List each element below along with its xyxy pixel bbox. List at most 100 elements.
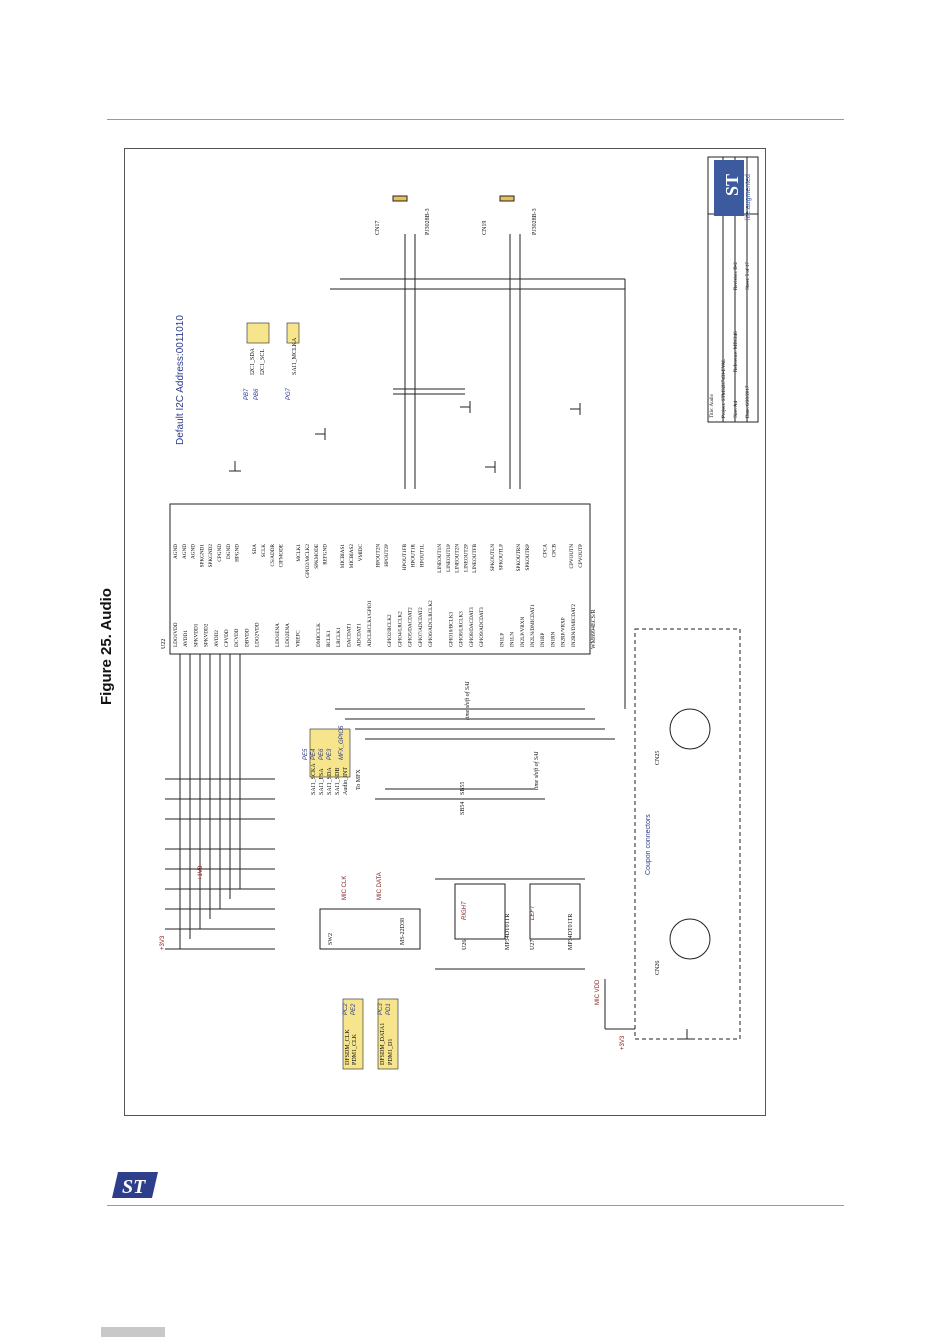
ic-right-pin: LINEOUT1N xyxy=(437,544,443,573)
ic-right-pin: CS/ADDR xyxy=(270,543,276,566)
ic-left-pin: BCLK1 xyxy=(326,630,332,647)
time-shift-note-2: time shift of SAI xyxy=(534,751,540,791)
net-mic-vdd: MIC VDD xyxy=(595,979,601,1005)
ic-left-pin: IN1RP xyxy=(540,632,546,647)
ic-right-pin: CPVOUTP xyxy=(578,544,584,568)
port-pb7: PB7 xyxy=(244,388,250,400)
title-block-size: Size: A4 xyxy=(734,400,739,418)
u27-ref: U27 xyxy=(530,939,536,950)
net-mic-clk: MIC CLK xyxy=(342,875,348,900)
ic-right-pin: GPIO2/MCLK2 xyxy=(305,544,311,578)
to-mfx-note: To MFX xyxy=(356,769,362,790)
u26-part: MP34DT01TR xyxy=(505,913,511,950)
ic-left-pin: ADCDAT1 xyxy=(357,623,363,647)
ic-right-pin: SPKOUTRP xyxy=(525,544,531,571)
cn17-ref: CN17 xyxy=(375,220,381,235)
sw2-ref: SW2 xyxy=(328,933,334,945)
power-1v8: +1V8 xyxy=(198,865,204,880)
codec-ic-body xyxy=(169,503,591,655)
net-pdm1-clk: PDM1_CLK xyxy=(352,1033,358,1065)
port-pc2: PC2 xyxy=(343,1003,349,1015)
ic-right-pin: VMIDC xyxy=(358,543,364,561)
ic-right-pin: SDA xyxy=(252,544,258,555)
ic-left-pin: GPIO6/ADCLRCLK2 xyxy=(428,600,434,647)
ic-right-pin: SCLK xyxy=(261,544,267,558)
ic-left-pin: DMICCLK xyxy=(316,623,322,647)
ic-right-pin: LINEOUTFB xyxy=(472,543,478,572)
ic-left-pin: SPKVDD2 xyxy=(204,623,210,647)
title-block-sheet: Sheet: 5 of 17 xyxy=(746,262,751,290)
i2c-address-note: Default I2C Address:0011010 xyxy=(175,315,186,445)
cn25-ref: CN25 xyxy=(655,750,661,765)
ic-left-pin: AVDD1 xyxy=(183,630,189,647)
net-i2c-sda: I2C1_SDA xyxy=(250,347,256,375)
port-mfx-gpio5: MFX_GPIO5 xyxy=(339,725,345,760)
title-block-revision: Revision: B-2 xyxy=(734,262,739,290)
ic-right-pin: AGND xyxy=(182,544,188,559)
net-audio-int: Audio_INT xyxy=(343,767,349,795)
cn17-part: PJ3028B-3 xyxy=(425,208,431,235)
ic-right-pin: MICBIAS2 xyxy=(349,544,355,569)
ic-right-pin: CIFMODE xyxy=(279,544,285,567)
ic-left-pin: IN1RN xyxy=(550,631,556,647)
footer-rule xyxy=(107,1205,844,1206)
ic-right-pin: REFGND xyxy=(323,544,329,565)
net-sai-sck: SAI1_SCKA xyxy=(311,763,317,795)
ic-left-pin: GPIO10/BCLK3 xyxy=(448,611,454,647)
ic-right-pin: CPGND xyxy=(217,544,223,562)
net-sai-fs: SAI1_FSA xyxy=(319,768,325,795)
ic-right-pin: SPKGND1 xyxy=(199,544,205,568)
ic-right-pin: SPKOUTLP xyxy=(499,544,505,570)
title-block-tagline: life.augmented xyxy=(745,174,752,220)
ic-left-pin: VREFC xyxy=(295,630,301,647)
port-pe3: PE3 xyxy=(327,748,333,760)
title-block-date: Date: 6/20/2017 xyxy=(746,385,751,418)
ic-right-pin: SPKGND2 xyxy=(208,544,214,568)
ic-right-pin: HPOUT1R xyxy=(411,543,417,567)
mems-u26 xyxy=(454,883,506,940)
ic-left-pin: GPIO8/DACDAT3 xyxy=(469,607,475,647)
ic-right-pin: LINEOUT2N xyxy=(455,544,461,573)
ic-right-pin: DGND xyxy=(226,544,232,559)
ic-left-pin: CPVDD xyxy=(224,629,230,647)
ic-left-pin: LDO1VDD xyxy=(173,622,179,647)
ic-right-pin: MICBIAS1 xyxy=(340,544,346,569)
net-sai-sdb: SAI1_SDB xyxy=(335,767,341,795)
title-block-reference: Reference: MB1246 xyxy=(734,331,739,372)
title-block-project: Project: STM32H743I-EVAL xyxy=(722,358,727,418)
coupon-title: Coupon connectors xyxy=(645,814,652,875)
sb54-ref: SB54 xyxy=(460,801,466,815)
net-sai-sda: SAI1_SDA xyxy=(327,767,333,795)
ic-part: WM8994ECS/R xyxy=(591,609,597,649)
ic-right-pin: HPOUT1FB xyxy=(402,543,408,570)
port-pe6: PE6 xyxy=(319,748,325,760)
net-sai-mclka: SAI1_MCLKA xyxy=(292,337,298,375)
net-mic-data: MIC DATA xyxy=(377,872,383,900)
ic-left-pin: IN2RN/DMICDAT2 xyxy=(571,604,577,647)
ic-left-pin: GPIO5/DACDAT2 xyxy=(408,607,414,647)
ic-right-pin: HPOUT2N xyxy=(375,544,381,568)
u27-left: LEFT xyxy=(530,905,536,920)
ic-left-pin: LDO2VDD xyxy=(255,622,261,647)
ic-right-pin: CPVOUTN xyxy=(569,544,575,569)
ic-right-pin: CPCA xyxy=(543,544,549,558)
ic-left-pin: LRCLK1 xyxy=(336,627,342,647)
st-logo-icon: ST xyxy=(112,1172,158,1198)
title-block-title: Title: Audio xyxy=(710,393,715,418)
ic-left-pin: LDO2ENA xyxy=(285,623,291,647)
st-logo-titleblock-icon: ST xyxy=(714,160,744,216)
power-3v3: +3V3 xyxy=(160,935,166,950)
ic-left-pin: IN1LP xyxy=(499,633,505,647)
ic-left-pin: GPIO2/BCLK2 xyxy=(387,614,393,647)
cn19-part: PJ3028B-3 xyxy=(532,208,538,235)
ic-right-pin: AGND xyxy=(173,544,179,559)
header-rule xyxy=(107,119,844,120)
ic-left-pin: DACDAT1 xyxy=(346,623,352,647)
sw2-part: MS-22D38 xyxy=(400,917,406,945)
figure-caption: Figure 25. Audio xyxy=(98,588,115,705)
ic-left-pin: DCVDD xyxy=(234,628,240,647)
ic-right-pin: LINEOUT2P xyxy=(463,544,469,572)
u26-ref: U26 xyxy=(462,939,468,950)
cn19-ref: CN19 xyxy=(482,220,488,235)
sb55-ref: SB55 xyxy=(460,781,466,795)
